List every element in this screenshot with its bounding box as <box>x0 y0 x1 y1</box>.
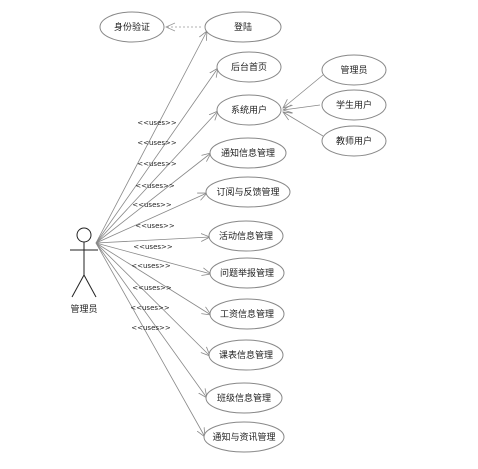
use-case-login[interactable]: 登陆 <box>204 11 282 43</box>
use-case-home-label: 后台首页 <box>231 61 267 73</box>
association-line-login <box>95 31 207 244</box>
use-case-news-label: 通知与资讯管理 <box>212 431 275 443</box>
stereotype-label-notice: <<uses>> <box>137 139 177 147</box>
association-line-users <box>95 111 218 244</box>
use-case-sub-student[interactable]: 学生用户 <box>321 89 387 121</box>
association-line-report <box>95 242 211 274</box>
use-case-activity-label: 活动信息管理 <box>219 230 273 242</box>
use-case-salary[interactable]: 工资信息管理 <box>209 298 285 330</box>
use-case-users[interactable]: 系统用户 <box>216 94 282 126</box>
stereotype-label-feedback: <<uses>> <box>137 160 177 168</box>
stereotype-label-class: <<uses>> <box>131 262 171 270</box>
stereotype-label-activity: <<uses>> <box>135 182 175 190</box>
stereotype-label-news: <<uses>> <box>132 284 172 292</box>
use-case-feedback-label: 订阅与反馈管理 <box>216 186 279 198</box>
sub-use-cases: 管理员 学生用户 教师用户 <box>321 54 387 157</box>
stereotype-label-extra-1: <<uses>> <box>131 324 171 332</box>
use-case-notice[interactable]: 通知信息管理 <box>209 137 287 169</box>
stereotype-label-report: <<uses>> <box>132 201 172 209</box>
stereotype-label-schedule: <<uses>> <box>133 243 173 251</box>
use-case-sub-student-label: 学生用户 <box>336 99 372 111</box>
use-case-sub-admin[interactable]: 管理员 <box>321 54 387 86</box>
use-case-activity[interactable]: 活动信息管理 <box>208 220 284 252</box>
use-case-auth-label: 身份验证 <box>114 21 150 33</box>
use-case-sub-teacher-label: 教师用户 <box>336 135 372 147</box>
auth-dependency <box>165 22 201 32</box>
use-case-salary-label: 工资信息管理 <box>220 308 274 320</box>
actor-admin[interactable]: 管理员 <box>70 227 98 315</box>
association-line-home <box>95 68 218 244</box>
use-case-home[interactable]: 后台首页 <box>216 51 282 83</box>
stereotype-label-users: <<uses>> <box>137 119 177 127</box>
use-case-auth[interactable]: 身份验证 <box>99 11 165 43</box>
association-line-class <box>95 242 207 398</box>
use-case-sub-admin-label: 管理员 <box>340 64 367 76</box>
use-case-sub-teacher[interactable]: 教师用户 <box>321 125 387 157</box>
actor-head-icon <box>76 227 92 243</box>
use-case-feedback[interactable]: 订阅与反馈管理 <box>205 176 291 208</box>
use-case-notice-label: 通知信息管理 <box>221 147 275 159</box>
use-case-users-label: 系统用户 <box>231 104 267 116</box>
association-line-salary <box>95 242 211 315</box>
association-line-news <box>95 242 205 437</box>
association-line-feedback <box>95 193 207 244</box>
use-case-class[interactable]: 班级信息管理 <box>205 382 283 414</box>
use-case-class-label: 班级信息管理 <box>217 392 271 404</box>
use-case-news[interactable]: 通知与资讯管理 <box>203 421 285 453</box>
use-cases: 登陆 后台首页 系统用户 通知信息管理 订阅与反馈管理 活动信息管理 问题举报管… <box>203 11 291 453</box>
use-case-schedule-label: 课表信息管理 <box>219 349 273 361</box>
use-case-report[interactable]: 问题举报管理 <box>209 257 285 289</box>
association-lines <box>95 31 218 437</box>
association-line-notice <box>95 153 211 244</box>
use-case-schedule[interactable]: 课表信息管理 <box>208 339 284 371</box>
generalization-lines <box>283 74 324 137</box>
association-line-schedule <box>95 242 210 356</box>
actor-label: 管理员 <box>70 303 97 315</box>
stereotype-label-extra-0: <<uses>> <box>130 304 170 312</box>
stereotype-labels: <<uses>> <<uses>> <<uses>> <<uses>> <<uses>>… <box>130 119 177 332</box>
stereotype-label-salary: <<uses>> <box>135 222 175 230</box>
use-case-login-label: 登陆 <box>234 21 252 33</box>
association-line-activity <box>95 237 210 244</box>
use-case-report-label: 问题举报管理 <box>220 267 274 279</box>
